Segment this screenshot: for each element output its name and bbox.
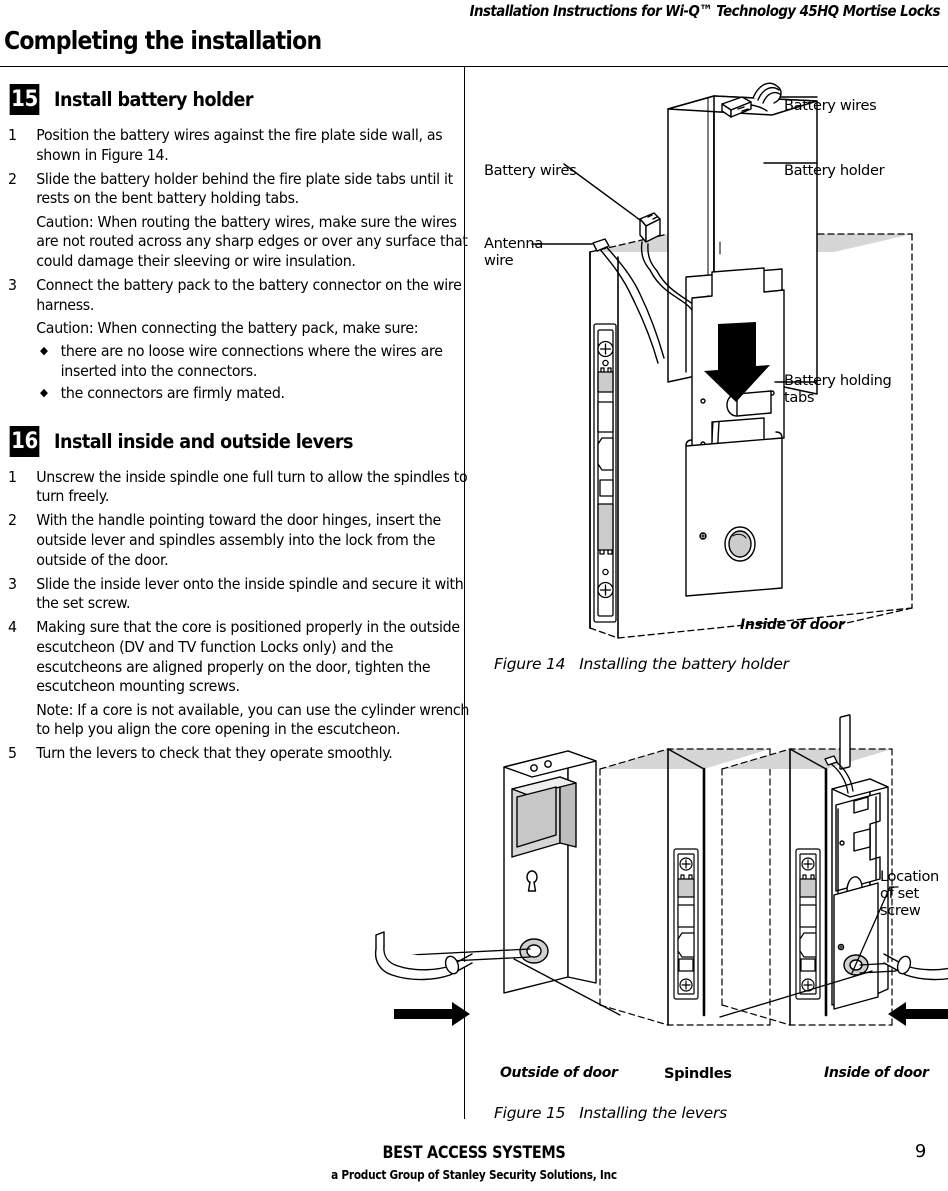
step-list-16: 1 Unscrew the inside spindle one full tu… [8,468,469,764]
label-inside-of-door-fig15: Inside of door [824,1065,929,1081]
step-number: 1 [8,467,17,486]
step-number: 1 [8,126,17,144]
step-item: 1 Unscrew the inside spindle one full tu… [8,468,474,507]
list-item: ◆ there are no loose wire connections wh… [36,342,474,381]
step-number: 3 [8,574,17,593]
step-badge-15: 15 [9,84,40,115]
figure-15-caption: Figure 15 Installing the levers [494,1104,727,1122]
step-number: 3 [8,276,17,295]
step-item: 2 Slide the battery holder behind the fi… [8,170,474,272]
bullet-text: the connectors are firmly mated. [60,384,285,403]
bullet-text: there are no loose wire connections wher… [60,341,443,380]
step-text: Slide the battery holder behind the fire… [36,169,453,208]
footer-subtitle: a Product Group of Stanley Security Solu… [331,1167,617,1182]
header-rule [0,66,948,68]
figure-15-artwork [374,714,948,1026]
step-list-15: 1 Position the battery wires against the… [8,126,468,404]
step-item: 1 Position the battery wires against the… [8,126,474,165]
figure-14-artwork [531,82,913,639]
footer-brand: BEST ACCESS SYSTEMS [382,1143,566,1163]
step-number: 2 [8,511,17,530]
label-battery-holding-tabs: Battery holding tabs [784,372,892,406]
label-inside-of-door-fig14: Inside of door [740,617,845,633]
step-item: 3 Slide the inside lever onto the inside… [8,575,474,614]
section-heading-15: 15 Install battery holder [8,84,448,115]
section-heading-16: 16 Install inside and outside levers [8,425,448,457]
column-divider [464,67,466,1119]
step-item: 2 With the handle pointing toward the do… [8,511,474,570]
caution-bullet-list: ◆ there are no loose wire connections wh… [36,342,474,404]
step-item: 4 Making sure that the core is positione… [8,618,474,740]
instructions-column: 15 Install battery holder 1 Position the… [8,84,469,769]
step-text: Making sure that the core is positioned … [36,618,460,696]
figure-14-caption: Figure 14 Installing the battery holder [494,655,789,673]
diamond-bullet-icon: ◆ [39,386,48,400]
label-battery-wires-top: Battery wires [784,97,877,114]
label-battery-holder: Battery holder [784,162,885,179]
step-caution: Caution: When routing the battery wires,… [36,212,468,271]
label-outside-of-door: Outside of door [500,1065,618,1081]
step-text: Turn the levers to check that they opera… [36,744,393,763]
figures-column: Battery wires Battery holder Battery wir… [374,72,948,1122]
list-item: ◆ the connectors are firmly mated. [36,384,474,404]
page-title: Completing the installation [4,26,322,55]
label-location-of-set-screw: Location of set screw [880,868,939,919]
step-text: Slide the inside lever onto the inside s… [36,574,464,613]
diamond-bullet-icon: ◆ [39,343,48,357]
section-title-16: Install inside and outside levers [54,429,353,453]
step-item: 3 Connect the battery pack to the batter… [8,276,474,404]
page-number: 9 [914,1141,926,1162]
running-head: Installation Instructions for Wi-Q™ Tech… [469,2,941,20]
step-badge-16: 16 [9,425,40,457]
label-battery-wires-left: Battery wires [484,162,577,179]
step-text: Unscrew the inside spindle one full turn… [36,467,468,506]
step-number: 4 [8,618,17,637]
label-spindles: Spindles [664,1065,732,1082]
step-text: With the handle pointing toward the door… [36,511,441,569]
step-caution: Caution: When connecting the battery pac… [36,319,419,338]
step-note: Note: If a core is not available, you ca… [36,700,470,739]
step-text: Position the battery wires against the f… [36,126,443,164]
label-antenna-wire: Antenna wire [484,235,543,269]
step-number: 5 [8,744,17,763]
section-title-15: Install battery holder [54,88,253,111]
step-number: 2 [8,169,17,188]
step-text: Connect the battery pack to the battery … [36,276,462,314]
step-item: 5 Turn the levers to check that they ope… [8,744,474,764]
